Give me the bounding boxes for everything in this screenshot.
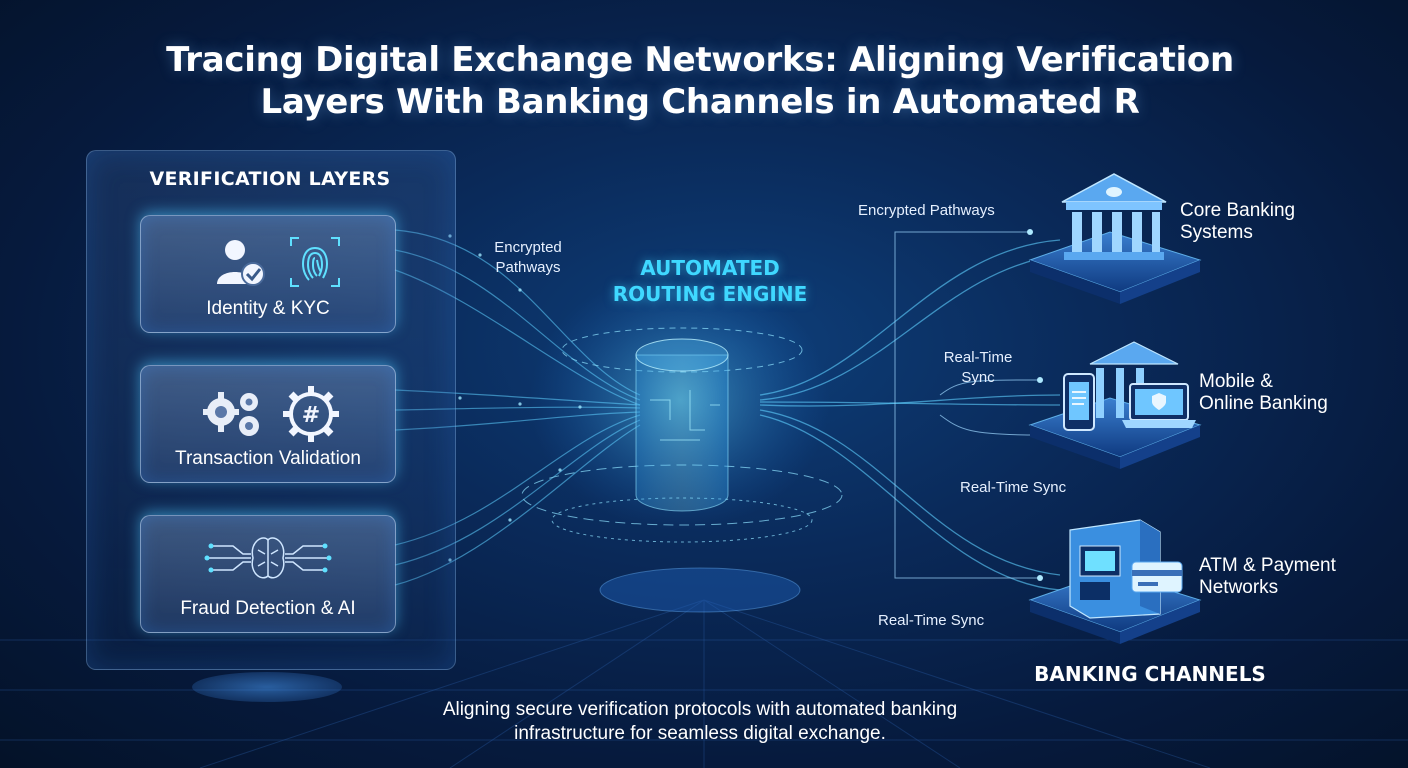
gears-icon [203, 392, 259, 436]
label-real-time-sync-2: Real-Time Sync [960, 479, 1067, 496]
page-title-line-2: Layers With Banking Channels in Automate… [260, 82, 1140, 122]
database-cylinder-icon [636, 340, 728, 510]
fingerprint-icon [290, 237, 340, 287]
footer-line-1: Aligning secure verification protocols w… [442, 699, 958, 720]
page-title-line-1: Tracing Digital Exchange Networks: Align… [166, 40, 1234, 80]
mobile-laptop-bank-icon [1063, 341, 1196, 431]
card-label-transaction-validation: Transaction Validation [175, 448, 361, 469]
svg-text:#: # [302, 403, 320, 428]
channel-label-atm-payment: ATM & Payment Networks [1199, 555, 1336, 598]
card-label-identity-kyc: Identity & KYC [206, 298, 330, 319]
channel-label-core-banking: Core Banking Systems [1180, 200, 1296, 243]
card-transaction-validation[interactable]: # Transaction Validation [140, 365, 396, 483]
bank-building-icon [1061, 173, 1167, 260]
engine-title-line-1: AUTOMATED [640, 256, 780, 280]
label-real-time-sync-3: Real-Time Sync [878, 612, 985, 629]
footer-line-2: infrastructure for seamless digital exch… [514, 723, 886, 744]
atm-card-icon [1069, 519, 1183, 619]
banking-channels-heading: BANKING CHANNELS [1034, 662, 1266, 686]
label-real-time-sync-1: Real-Time Sync [943, 349, 1013, 386]
footer-caption: Aligning secure verification protocols w… [380, 698, 1020, 746]
engine-title-line-2: ROUTING ENGINE [612, 282, 808, 306]
hash-gear-icon: # [283, 386, 339, 442]
channel-label-mobile-online: Mobile & Online Banking [1199, 371, 1328, 414]
ai-brain-icon [204, 537, 332, 579]
card-label-fraud-detection-ai: Fraud Detection & AI [180, 598, 356, 619]
card-fraud-detection-ai[interactable]: Fraud Detection & AI [140, 515, 396, 633]
panel-pedestal [192, 672, 342, 702]
card-identity-kyc[interactable]: Identity & KYC [140, 215, 396, 333]
verification-layers-heading: VERIFICATION LAYERS [149, 168, 391, 190]
user-check-icon [217, 240, 265, 286]
label-encrypted-pathways-left: Encrypted Pathways [494, 239, 562, 276]
verification-layers-panel [86, 150, 456, 670]
label-encrypted-pathways-right: Encrypted Pathways [858, 202, 995, 219]
